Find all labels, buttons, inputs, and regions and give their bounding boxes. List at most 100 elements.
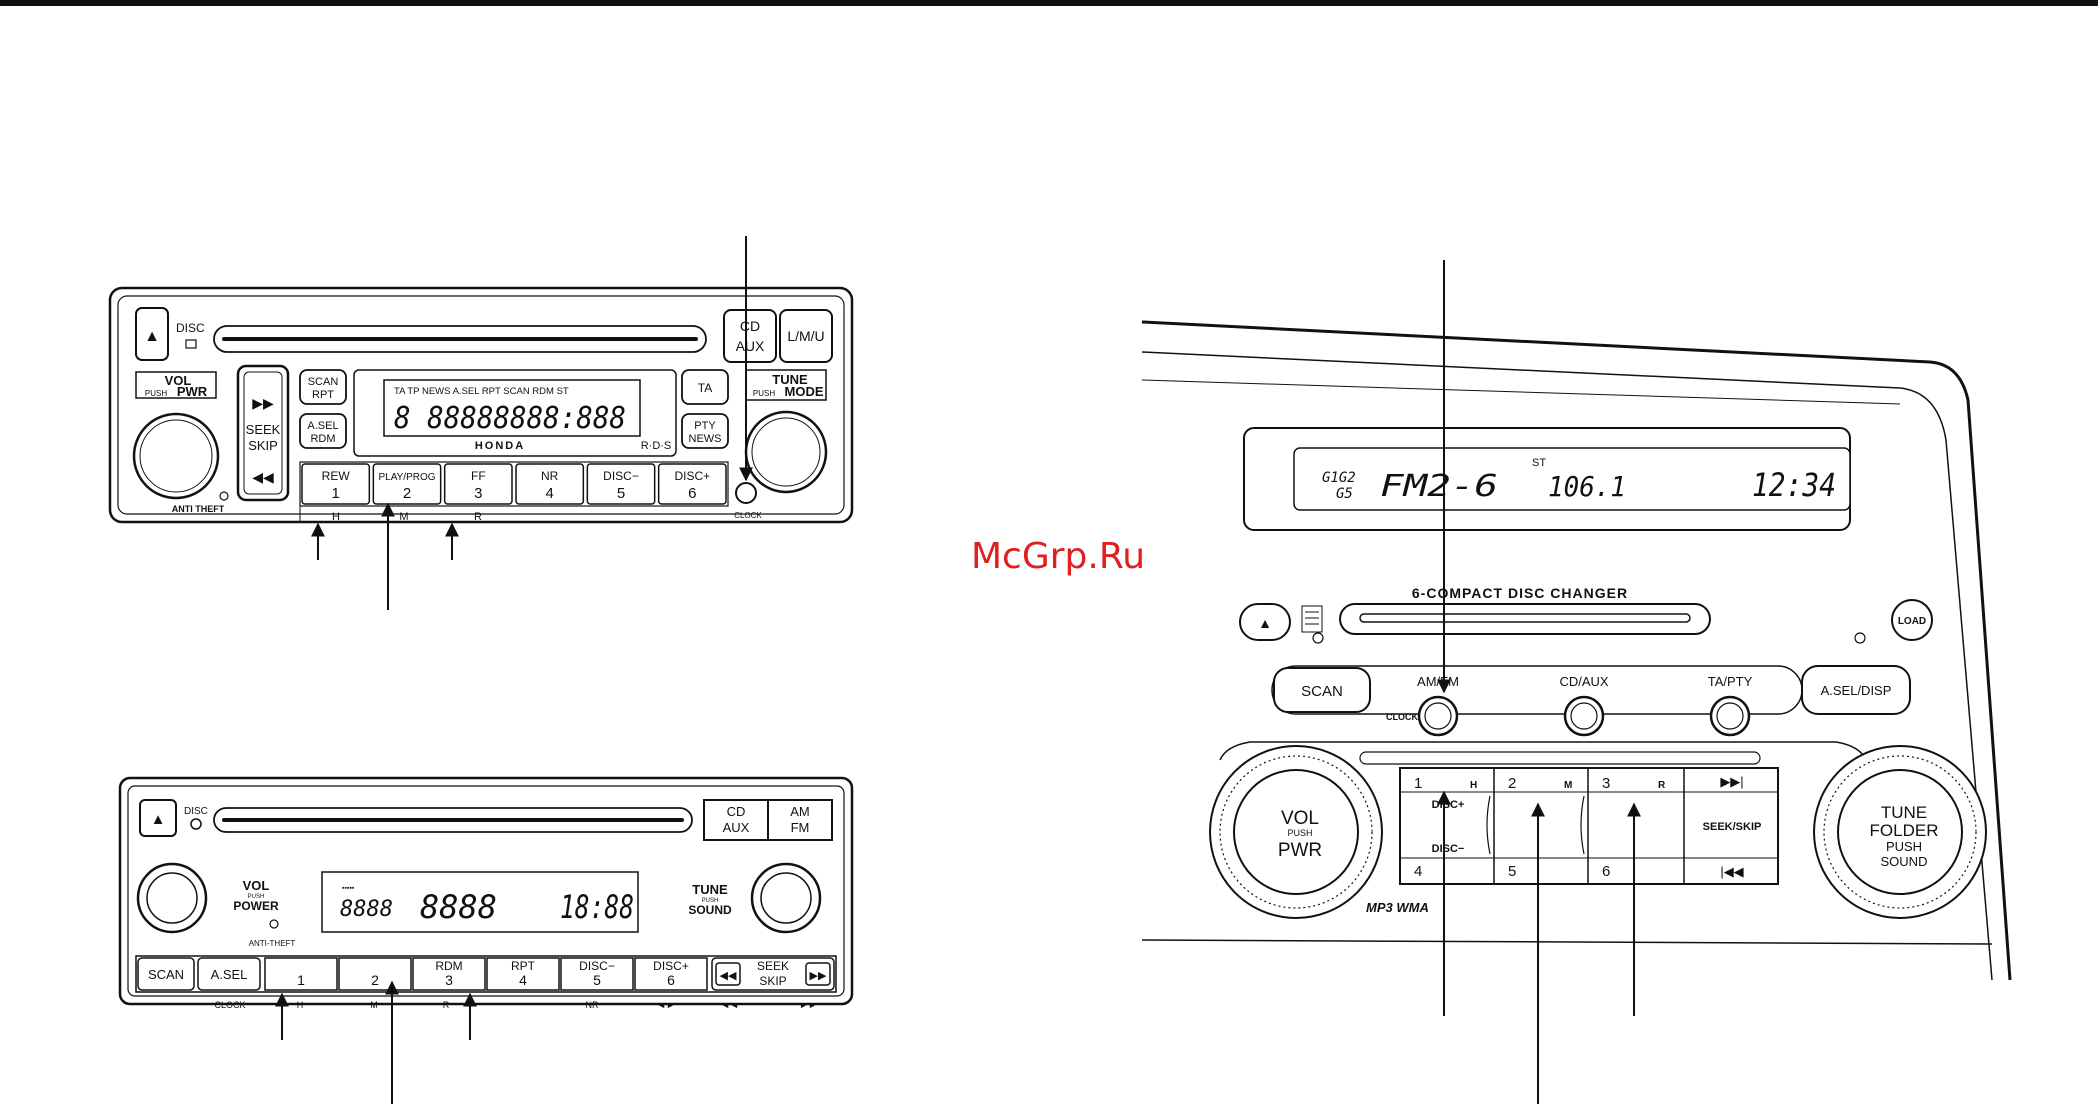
disc-slot-2 [213,807,693,833]
pty-label: PTY [694,420,716,432]
seek-skip-rocker[interactable] [236,364,290,502]
tune-push-label: PUSH [753,389,775,398]
preset-button-6[interactable] [657,463,727,505]
preset-button-b-6[interactable] [634,957,708,991]
tune-knob-2[interactable] [750,862,822,934]
lcd-small-indicator: ▪▪▪▪▪ [342,885,355,892]
load-led [1854,632,1866,644]
scan-button-3[interactable] [1273,667,1371,713]
watermark: McGrp.Ru [971,536,1145,577]
radio-bottom-unit: ▲ DISC CD AUX AM FM VOL PUSH POWER ANTI-… [118,776,854,1104]
preset-number-r-bottom: 5 [1508,863,1516,880]
skip-label: SKIP [248,438,278,453]
lcd-display-2 [321,871,639,933]
lmu-button[interactable] [779,309,833,363]
preset-label-top: FF [471,469,486,483]
cd-aux-button[interactable] [723,309,777,363]
preset-button-1[interactable] [301,463,371,505]
ta-button[interactable] [681,369,729,405]
lcd-time: 12:34 [1752,466,1836,504]
eject-icon-3: ▲ [1258,615,1272,631]
asel-button-2[interactable] [197,957,261,991]
clock-button[interactable] [735,482,757,504]
scan-rpt-button[interactable] [299,369,347,405]
push-label: PUSH [145,389,167,398]
preset-tag-r: R [1658,780,1666,791]
preset-button-b-5[interactable] [560,957,634,991]
lcd-display [383,379,641,437]
preset-tag-r: M [1564,780,1572,791]
news-label: NEWS [689,433,722,445]
eject-button-3[interactable] [1239,603,1291,641]
seek-label: SEEK [246,422,281,437]
anti-theft-label: ANTI THEFT [172,504,225,514]
tune-label-2: TUNE [692,882,728,897]
preset-number-r-bottom: 6 [1602,863,1610,880]
vol-push-label-3: PUSH [1287,828,1312,838]
prev-track-icon-3: |◀◀ [1720,864,1743,879]
eject-button-2[interactable] [139,799,177,837]
preset-button-5[interactable] [586,463,656,505]
preset-label-top-b: RDM [435,959,462,973]
tune-label: TUNE [772,372,808,387]
eject-icon-2: ▲ [151,811,166,828]
cd-aux-label-top: CD [740,318,760,334]
anti-theft-led [219,491,229,501]
lcd-frequency: 106.1 [1548,470,1626,503]
preset-number: 6 [688,485,696,502]
tune-knob[interactable] [744,410,828,494]
cd-aux-label-bottom: AUX [736,338,765,354]
preset-button-b-1[interactable] [264,957,338,991]
tune-label-3: TUNE [1881,803,1927,822]
vol-label: VOL [165,373,192,388]
tune-mode-label-box [745,369,827,401]
asel-disp-button[interactable] [1801,665,1911,715]
sublabel: ◄◄ [721,1000,739,1010]
mp3-wma-logo: MP3 WMA [1366,900,1429,915]
eject-button[interactable] [135,307,169,361]
seek-skip-button-2[interactable] [711,957,835,991]
volume-knob-2[interactable] [136,862,208,934]
prev-track-icon-2 [715,962,741,986]
preset-button-b-4[interactable] [486,957,560,991]
preset-button-3[interactable] [443,463,513,505]
preset-number-r-bottom: 4 [1414,863,1422,880]
disc-indicator [185,339,197,349]
preset-button-b-3[interactable] [412,957,486,991]
lcd-stereo: ST [1532,457,1546,469]
aux-label-2: AUX [723,820,750,835]
rdm-label: RDM [310,433,335,445]
preset-label-top: NR [541,469,559,483]
disc-label-2: DISC [184,806,208,817]
preset-button-2[interactable] [372,463,442,505]
asel-rdm-button[interactable] [299,413,347,449]
asel-label: A.SEL [307,420,338,432]
preset-label-top: REW [322,469,351,483]
preset-button-4[interactable] [515,463,585,505]
preset-block [1399,767,1779,885]
preset-label-top: DISC− [603,469,639,483]
seek-skip-label-3: SEEK/SKIP [1703,821,1762,833]
folder-label: FOLDER [1870,821,1939,840]
vol-label-2: VOL [243,878,270,893]
next-track-icon: ▶▶ [252,395,274,411]
fm-label: FM [791,820,810,835]
preset-label-top-b: DISC− [579,959,615,973]
disc-minus-label: DISC− [1432,843,1465,855]
vol-label-3: VOL [1281,808,1319,829]
svg-text:G5: G5 [1336,486,1353,502]
load-button[interactable] [1891,599,1933,641]
pty-news-button[interactable] [681,413,729,449]
preset-number-b: 4 [519,972,527,988]
sublabel: NR [586,1000,599,1010]
preset-button-b-2[interactable] [338,957,412,991]
lmu-label: L/M/U [787,328,824,344]
preset-number-b: 6 [667,972,675,988]
volume-knob[interactable] [132,412,220,500]
scan-button-2[interactable] [137,957,195,991]
disc-label: DISC [176,321,205,335]
cd-aux-button-2[interactable] [703,799,769,841]
preset-label-top-b: RPT [511,959,536,973]
am-fm-button[interactable] [767,799,833,841]
